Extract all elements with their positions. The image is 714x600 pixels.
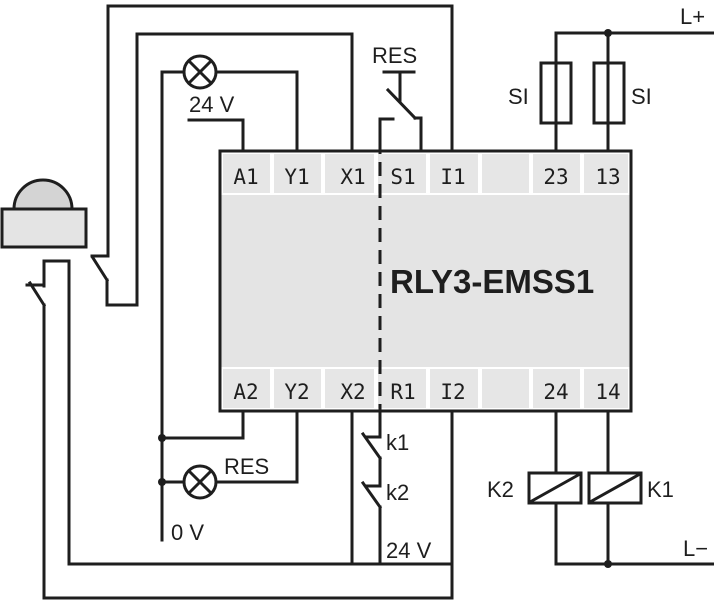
contact-k1-label: k1	[386, 430, 409, 455]
supply-plus-label: L+	[680, 4, 705, 29]
terminal-14: 14	[595, 380, 620, 404]
terminal-X1: X1	[340, 165, 365, 189]
coil-k1-label: K1	[647, 477, 674, 502]
estop-contact-2	[27, 280, 47, 308]
reset-button-icon[interactable]	[378, 70, 423, 153]
contact-k2-label: k2	[386, 480, 409, 505]
lamp-supply-label: 24 V	[189, 92, 235, 117]
wire-A2	[160, 409, 245, 440]
coil-k1-icon	[587, 471, 643, 505]
reset-lamp-icon	[182, 464, 218, 500]
wire-A1-supply	[187, 118, 245, 153]
terminal-A1: A1	[233, 165, 258, 189]
terminal-S1: S1	[390, 165, 415, 189]
terminal-R1: R1	[390, 380, 415, 404]
bottom-terminal-row	[221, 367, 630, 410]
top-terminal-row	[221, 152, 630, 195]
reset-lamp-label: RES	[224, 454, 269, 479]
device-name: RLY3-EMSS1	[390, 263, 594, 300]
wire-X1-loop	[105, 32, 354, 307]
terminal-A2: A2	[233, 380, 258, 404]
reset-button-label: RES	[372, 43, 417, 68]
emergency-stop-button-icon[interactable]	[0, 178, 88, 249]
zero-volt-label: 0 V	[171, 520, 204, 545]
supply-minus-label: L−	[683, 536, 708, 561]
terminal-24: 24	[543, 380, 568, 404]
wire-estop-to-bottom	[42, 259, 454, 566]
terminal-I1: I1	[440, 165, 465, 189]
terminal-13: 13	[595, 165, 620, 189]
wire-I1-loop	[106, 4, 454, 257]
coil-k2-icon	[527, 471, 583, 505]
feedback-contact-k2	[360, 480, 383, 510]
estop-contact-1	[90, 255, 110, 283]
terminal-Y2: Y2	[284, 380, 309, 404]
wire-L-minus	[554, 501, 714, 566]
terminal-I2: I2	[440, 380, 465, 404]
terminal-23: 23	[543, 165, 568, 189]
fuse-right-label: SI	[631, 84, 652, 109]
feedback-supply-label: 24 V	[386, 538, 432, 563]
junction-dot	[604, 29, 612, 37]
terminal-X2: X2	[340, 380, 365, 404]
junction-dot	[604, 560, 612, 568]
wire-Y2	[215, 409, 299, 484]
terminal-Y1: Y1	[284, 165, 309, 189]
wire-lamp-return	[160, 70, 185, 437]
wire-Y1	[215, 70, 299, 153]
feedback-contact-k1	[360, 431, 383, 461]
coil-k2-label: K2	[487, 477, 514, 502]
wire-feedback-supply	[378, 505, 442, 566]
fuse-left-label: SI	[508, 84, 529, 109]
indicator-lamp-top-icon	[182, 54, 218, 90]
relay-device: A1 Y1 X1 S1 I1 23 13 A2 Y2 X2 R1 I2 24 1…	[218, 140, 633, 420]
